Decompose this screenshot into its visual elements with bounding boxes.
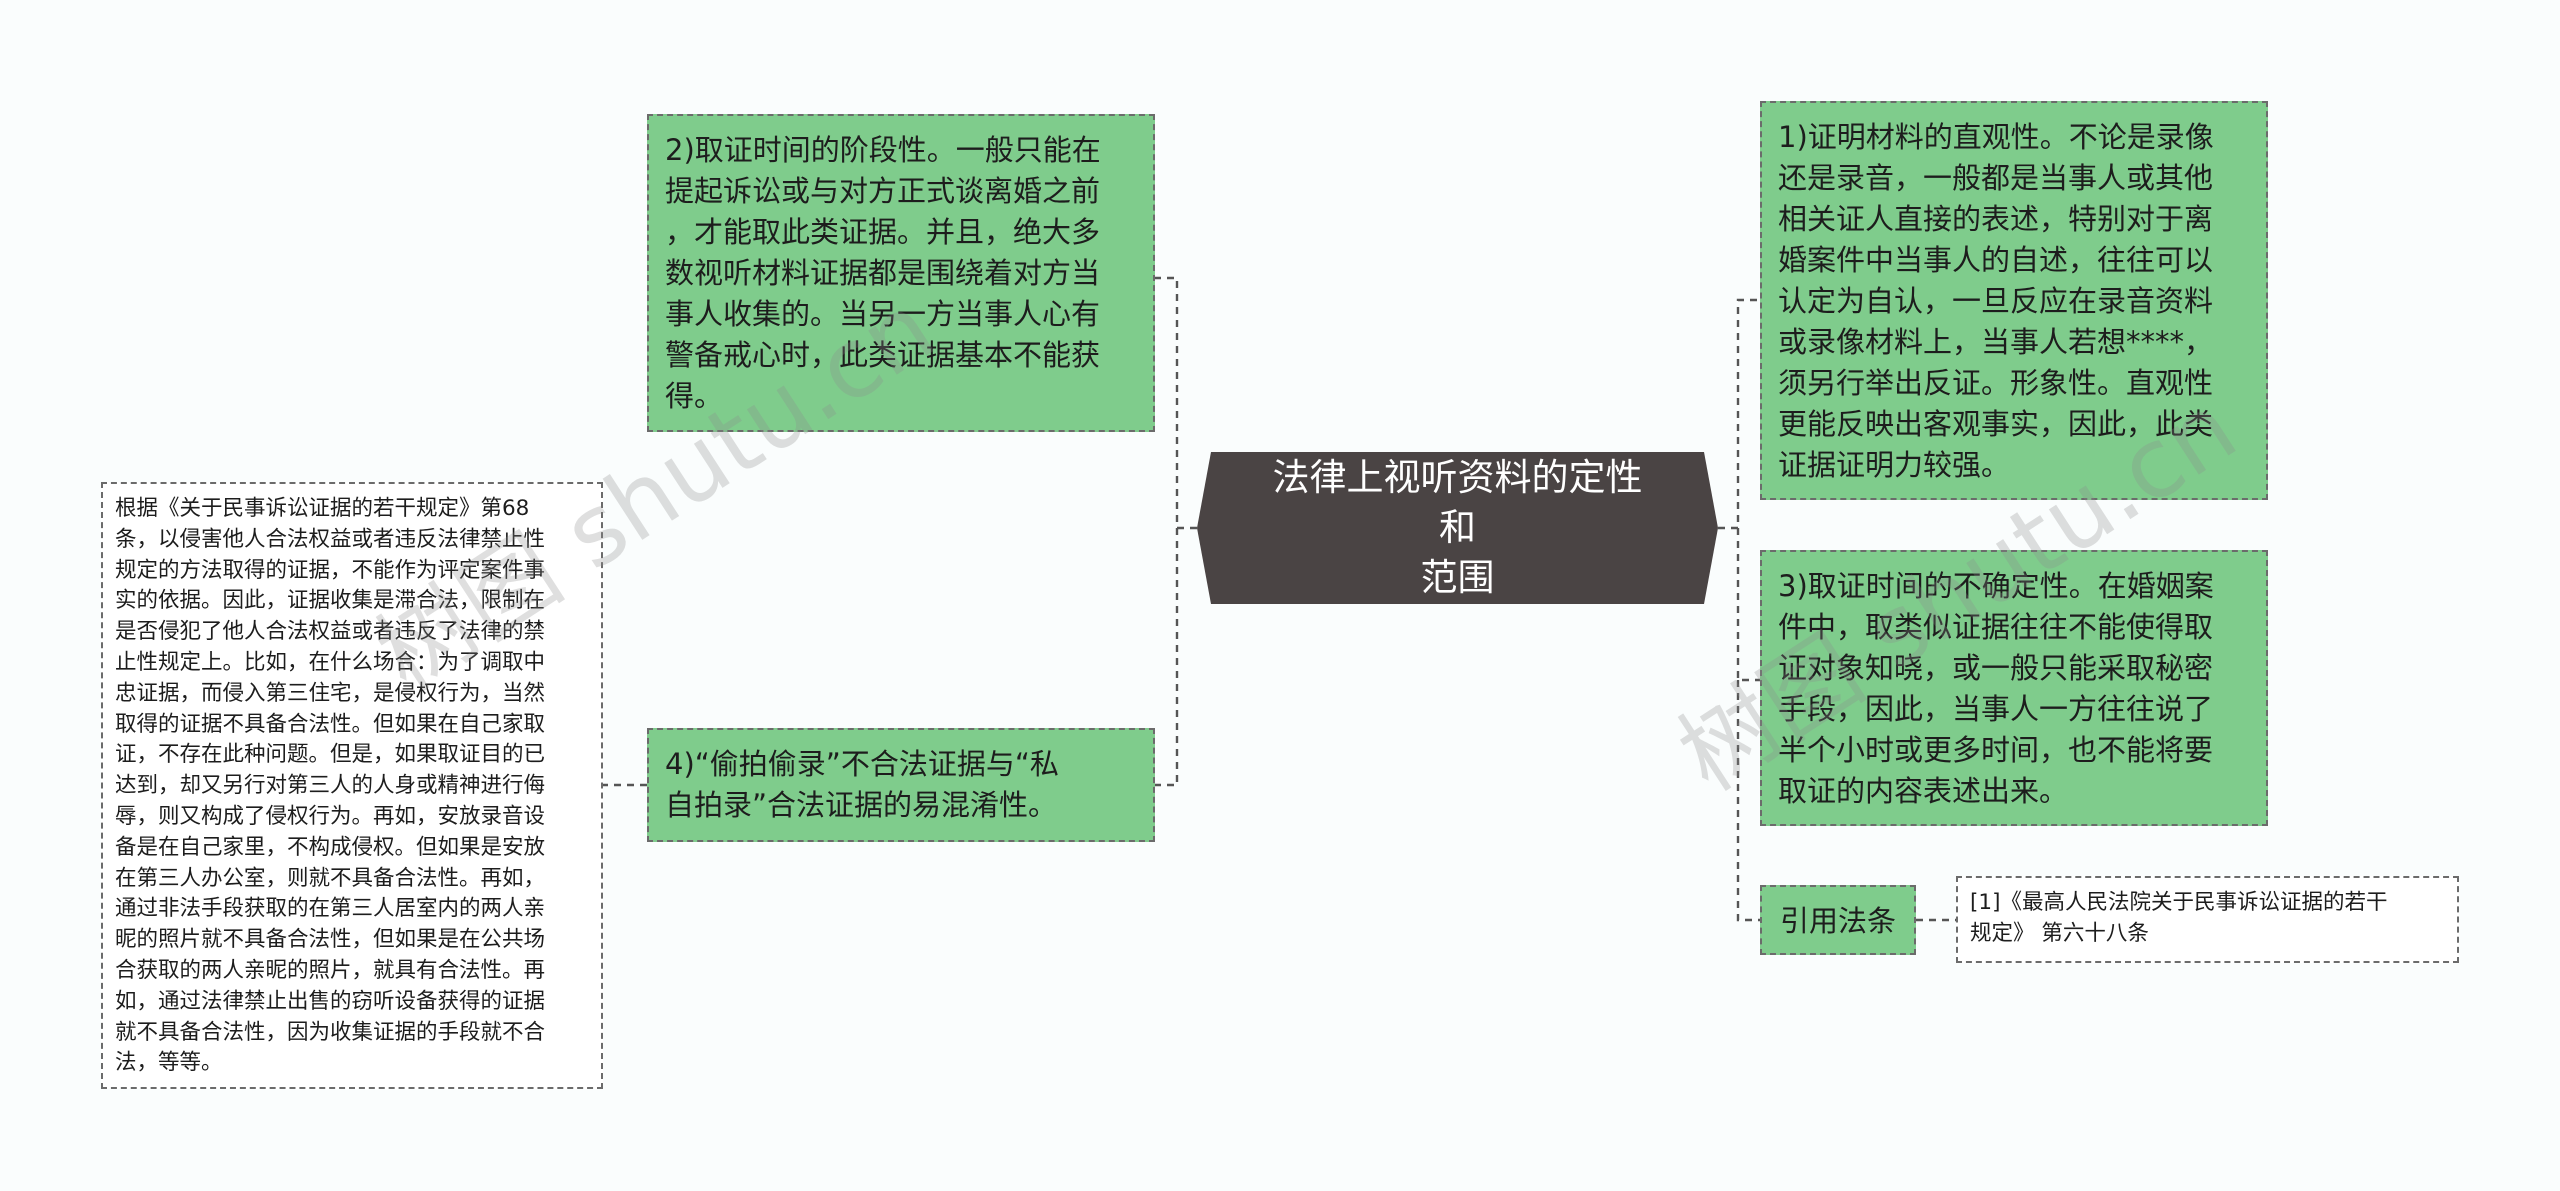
central-topic-shape xyxy=(1197,452,1718,604)
law-reference-node[interactable]: [1]《最高人民法院关于民事诉讼证据的若干 规定》 第六十八条 xyxy=(1956,876,2459,963)
right-top-node[interactable]: 1)证明材料的直观性。不论是录像 还是录音，一般都是当事人或其他 相关证人直接的… xyxy=(1760,101,2268,500)
left-detail-node[interactable]: 根据《关于民事诉讼证据的若干规定》第68 条，以侵害他人合法权益或者违反法律禁止… xyxy=(101,482,603,1089)
right-middle-node[interactable]: 3)取证时间的不确定性。在婚姻案 件中，取类似证据往往不能使得取 证对象知晓，或… xyxy=(1760,550,2268,826)
central-topic-node[interactable]: 法律上视听资料的定性和 范围 xyxy=(1197,452,1718,604)
left-top-node[interactable]: 2)取证时间的阶段性。一般只能在 提起诉讼或与对方正式谈离婚之前 ，才能取此类证… xyxy=(647,114,1155,432)
connector-left-trunk xyxy=(1155,276,1197,787)
connector-right-trunk xyxy=(1718,298,1760,922)
left-bottom-node[interactable]: 4)“偷拍偷录”不合法证据与“私 自拍录”合法证据的易混淆性。 xyxy=(647,728,1155,842)
central-topic-title: 法律上视听资料的定性和 范围 xyxy=(1272,456,1643,599)
law-reference-label-node[interactable]: 引用法条 xyxy=(1760,885,1916,955)
